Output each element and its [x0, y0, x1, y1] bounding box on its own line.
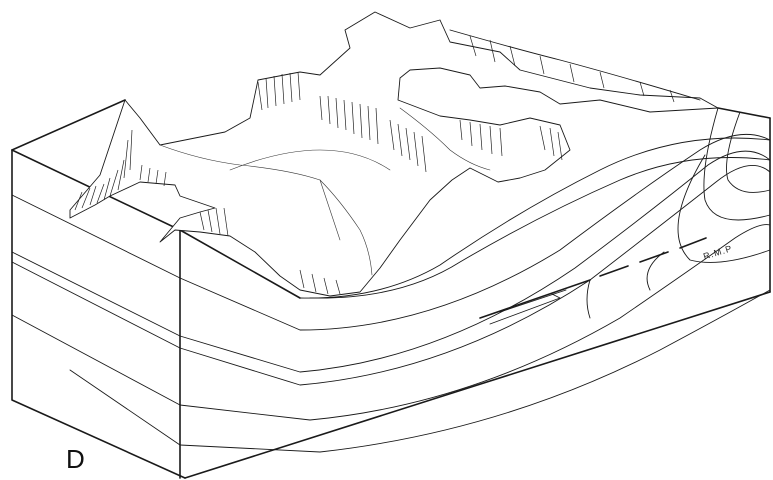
- plateau-edges: [299, 137, 771, 299]
- thrust-fault: [479, 237, 707, 325]
- front-face-strata: [179, 107, 771, 453]
- panel-label: D: [66, 444, 85, 474]
- plateau-canyon: [69, 11, 719, 297]
- left-face-strata: [11, 194, 181, 446]
